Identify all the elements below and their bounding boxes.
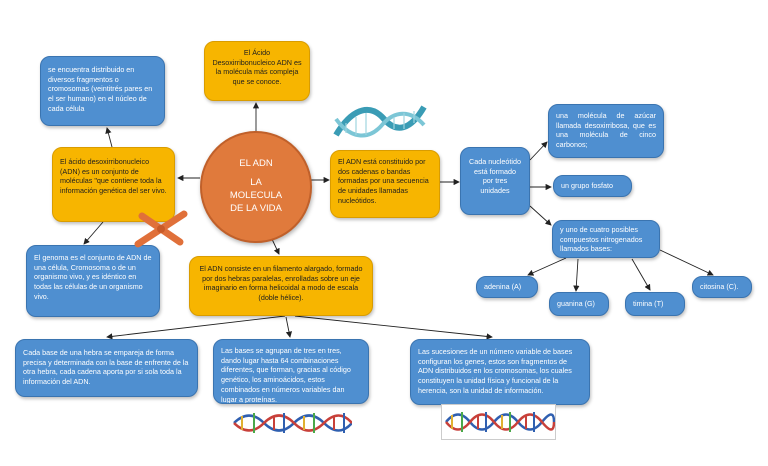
node-bottom-filament[interactable]: El ADN consiste en un filamento alargado… [189,256,373,316]
main-topic-line: MOLECULA [229,190,283,201]
node-text: El genoma es el conjunto de ADN de una c… [34,253,152,301]
main-topic-line: LA [250,177,262,189]
node-thymine[interactable]: timina (T) [625,292,685,316]
node-text: un grupo fosfato [561,181,613,190]
node-cytosine[interactable]: citosina (C). [692,276,752,298]
dna-helix-image [233,413,352,433]
chromosome-image [134,210,188,248]
node-left-distribution[interactable]: se encuentra distribuido en diversos fra… [40,56,165,126]
node-guanine[interactable]: guanina (G) [549,292,609,316]
node-sugar[interactable]: una molécula de azúcar llamada desoxirri… [548,104,664,158]
node-text: Cada nucleótido está formado por tres un… [469,157,521,196]
node-text: guanina (G) [557,299,595,308]
dna-ribbon-image [333,105,427,138]
main-topic-circle[interactable]: EL ADN LA MOLECULA DE LA VIDA [200,131,312,243]
node-text: Las bases se agrupan de tres en tres, da… [221,346,351,404]
node-triplets[interactable]: Las bases se agrupan de tres en tres, da… [213,339,369,404]
node-nucleotide[interactable]: Cada nucleótido está formado por tres un… [460,147,530,215]
node-text: Las sucesiones de un número variable de … [418,347,573,395]
node-text: timina (T) [633,299,664,308]
node-text: Cada base de una hebra se empareja de fo… [23,348,189,387]
node-text: y uno de cuatro posibles compuestos nitr… [560,225,643,254]
node-right-chains[interactable]: El ADN está constituido por dos cadenas … [330,150,440,218]
node-genes[interactable]: Las sucesiones de un número variable de … [410,339,590,405]
node-pairing[interactable]: Cada base de una hebra se empareja de fo… [15,339,198,397]
node-text: El Ácido Desoxirribonucleico ADN es la m… [212,48,302,87]
node-text: El ADN está constituido por dos cadenas … [338,157,429,205]
node-left-genome[interactable]: El genoma es el conjunto de ADN de una c… [26,245,160,317]
node-text: El ácido desoxirribonucleico (ADN) es un… [60,157,167,196]
node-top-definition[interactable]: El Ácido Desoxirribonucleico ADN es la m… [204,41,310,101]
main-topic-line: DE LA VIDA [230,202,282,214]
node-phosphate[interactable]: un grupo fosfato [553,175,632,197]
node-text: El ADN consiste en un filamento alargado… [199,264,363,303]
node-bases[interactable]: y uno de cuatro posibles compuestos nitr… [552,220,660,258]
node-left-definition[interactable]: El ácido desoxirribonucleico (ADN) es un… [52,147,175,222]
node-text: se encuentra distribuido en diversos fra… [48,65,153,113]
node-text: citosina (C). [700,282,739,291]
node-text: adenina (A) [484,282,522,291]
dna-helix-image [445,412,556,432]
main-topic-title: EL ADN [239,158,273,170]
dna-helix-frame [441,404,556,440]
node-text: una molécula de azúcar llamada desoxirri… [556,111,656,150]
node-adenine[interactable]: adenina (A) [476,276,538,298]
